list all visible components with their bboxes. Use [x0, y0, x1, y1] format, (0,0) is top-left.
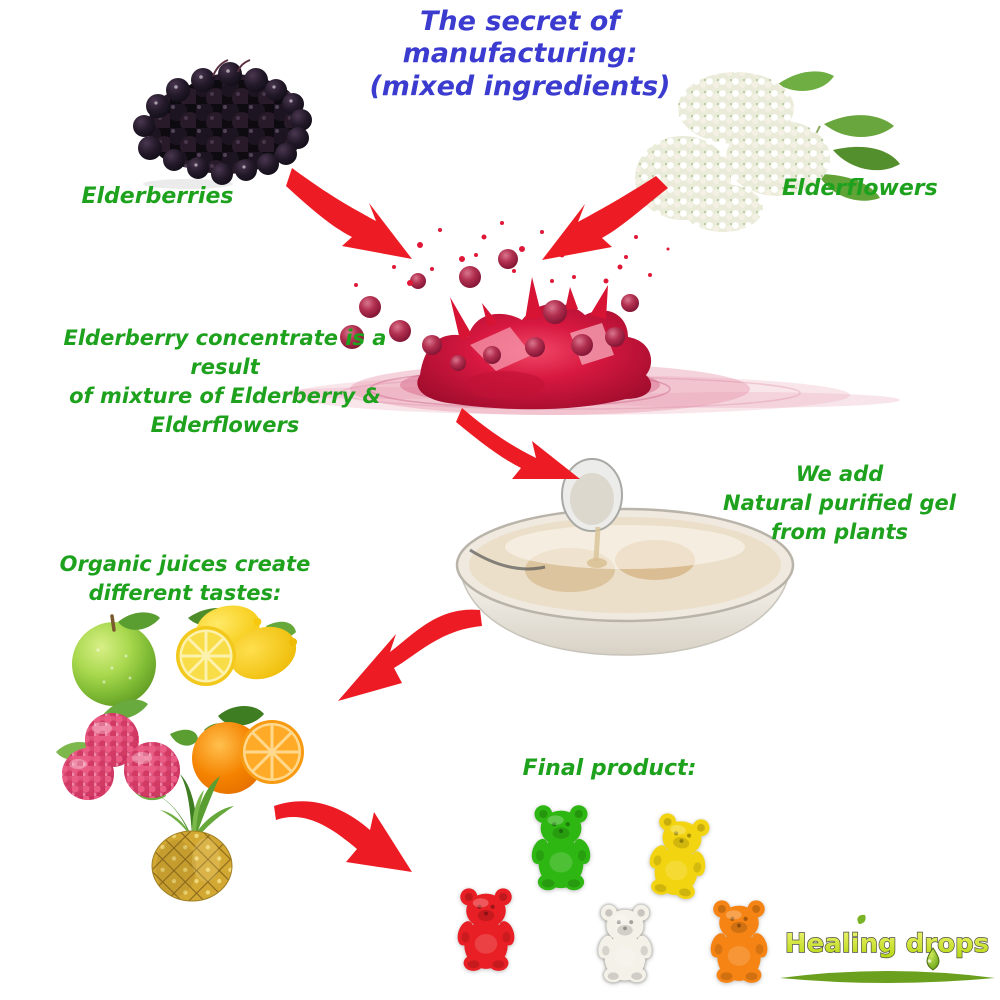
concentrate-caption: Elderberry concentrate is a result of mi…	[50, 324, 400, 440]
concentrate-line1: Elderberry concentrate is a result	[63, 326, 387, 379]
gummy-bear-orange	[707, 900, 771, 983]
concentrate-line3: Elderflowers	[150, 412, 300, 437]
pineapple-crown	[154, 774, 234, 838]
lemons-image	[176, 605, 298, 686]
logo-text: Healing drops	[785, 929, 989, 959]
elderberry-highlights	[154, 69, 293, 169]
lemon-half-slice	[176, 626, 236, 686]
gel-bowl-image	[455, 458, 795, 656]
elderflowers-image	[635, 71, 900, 232]
pineapple-body	[151, 830, 233, 902]
logo-leaf-dot	[857, 914, 866, 924]
pineapple-highlight	[192, 838, 220, 882]
juices-line1: Organic juices create	[59, 552, 311, 576]
raspberry-fruits	[62, 713, 180, 800]
elderberry-stems	[212, 59, 251, 77]
utensil-handle	[469, 548, 546, 571]
splash-berries	[340, 249, 639, 371]
apple-droplets	[96, 648, 132, 684]
page-title: The secret of manufacturing: (mixed ingr…	[330, 6, 710, 103]
gummy-bear-yellow	[641, 811, 717, 903]
elderflowers-label: Elderflowers	[782, 176, 938, 201]
elderflower-blossom-clusters	[635, 72, 830, 232]
pineapple-image	[151, 774, 234, 902]
apple-leaf	[118, 612, 160, 630]
concentrate-line2: of mixture of Elderberry &	[69, 383, 381, 408]
gel-surface	[469, 517, 781, 613]
elderberry-edge-berries	[133, 62, 312, 185]
gummy-bear-green	[528, 805, 594, 891]
orange-leaf	[218, 706, 264, 726]
gummy-bear-white	[595, 904, 655, 983]
gel-line3: from plants	[770, 519, 908, 544]
juice-splash-image	[280, 221, 900, 415]
gel-caption: We add Natural purified gel from plants	[722, 460, 957, 547]
elderberries-label: Elderberries	[81, 184, 234, 209]
title-line1: The secret of manufacturing:	[402, 6, 638, 70]
gel-line1: We add	[795, 462, 884, 486]
lemon-front	[229, 626, 298, 680]
healing-drops-logo: Healing drops	[780, 914, 995, 983]
title-line2: (mixed ingredients)	[369, 70, 671, 102]
elderberries-image	[133, 59, 312, 189]
gel-line2: Natural purified gel	[723, 490, 956, 515]
apple-stem	[110, 614, 116, 632]
elderberries-shadow	[143, 179, 233, 189]
logo-drop-highlight	[927, 959, 932, 963]
gummy-bear-red	[454, 888, 518, 971]
pineapple-shading	[156, 840, 196, 896]
orange-image	[192, 706, 304, 794]
arrow-juices-to-final	[274, 801, 412, 872]
final-product-caption: Final product:	[522, 756, 697, 781]
juices-line2: different tastes:	[88, 580, 282, 605]
elderberry-cluster-body	[147, 73, 304, 175]
logo-swoosh	[780, 971, 995, 983]
raspberries-image	[56, 699, 198, 801]
juices-caption: Organic juices create different tastes:	[50, 550, 320, 608]
orange-half-slice	[240, 720, 304, 784]
green-apple-image	[72, 612, 160, 706]
elderflower-leaves	[778, 71, 900, 201]
logo-drop-icon	[926, 947, 940, 971]
